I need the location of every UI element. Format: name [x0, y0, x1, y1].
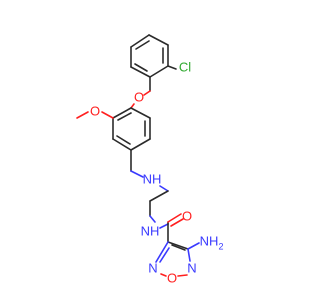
ring-nitrogen-right-label: N: [187, 260, 196, 275]
carbonyl-double-bond-a: [167, 213, 182, 223]
ring-c-nh2-bond: [187, 242, 200, 250]
chlorine-label: Cl: [179, 59, 191, 74]
ether-oxygen-label: O: [134, 89, 144, 104]
carbonyl-double-bond-b: [170, 218, 184, 227]
chlorobenzene-ring: [130, 34, 169, 78]
nh-ch2-bond: [159, 185, 169, 192]
amino-nh2-label: NH: [200, 233, 219, 248]
molecule-structure-diagram: Cl O O NH NH O: [76, 34, 224, 285]
ch2-o-bond: [143, 90, 151, 96]
amino-subscript-label: 2: [218, 241, 223, 251]
methoxybenzene-ring: [112, 107, 151, 151]
methoxy-ch3-bond: [76, 111, 89, 119]
carbonyl-oxygen-label: O: [182, 208, 192, 223]
methoxy-oxygen-label: O: [90, 103, 100, 118]
amide-nh-label: NH: [141, 223, 160, 238]
ring-oxygen-label: O: [167, 270, 177, 285]
ch2-nh-bond: [130, 170, 144, 178]
c-cl-bond: [167, 65, 177, 70]
ring-nitrogen-left-label: N: [148, 260, 157, 275]
amide-n-c-bond: [159, 223, 169, 229]
furazan-ring: [155, 223, 191, 277]
aryl-methoxy-o-bond: [101, 111, 114, 119]
ch2-amide-n-bond: [149, 215, 156, 223]
ethylene-cc-bond: [149, 190, 169, 202]
o-aryl-bond: [130, 103, 135, 109]
amine-nh-label: NH: [143, 171, 162, 186]
